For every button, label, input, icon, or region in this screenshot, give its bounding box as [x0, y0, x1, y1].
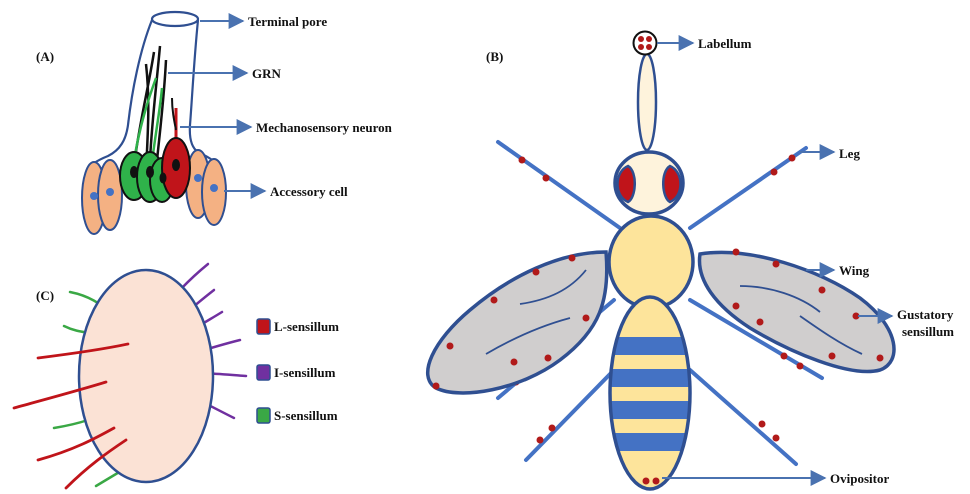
labellum-tip: [634, 32, 657, 55]
ovipositor-dot-1: [643, 478, 650, 485]
thorax: [609, 216, 693, 308]
insect-illustration: [428, 32, 894, 494]
legend-label-i: I-sensillum: [274, 365, 336, 380]
eye-left: [618, 166, 635, 202]
wing-left: [428, 252, 607, 393]
leg-hind-right: [690, 370, 796, 464]
label-leg: Leg: [839, 146, 860, 161]
legend-swatch-i: [257, 365, 270, 380]
legend-swatch-s: [257, 408, 270, 423]
eye-right: [663, 166, 680, 202]
leg-front-right: [690, 148, 806, 228]
leg-front-left: [498, 142, 620, 228]
panel-label-b: (B): [486, 49, 503, 64]
legend-label-l: L-sensillum: [274, 319, 339, 334]
label-grn: GRN: [252, 66, 282, 81]
label-wing: Wing: [839, 263, 870, 278]
legend-label-s: S-sensillum: [274, 408, 338, 423]
labellum-body: [79, 270, 213, 482]
ovipositor-dot-2: [653, 478, 660, 485]
panel-label-c: (C): [36, 288, 54, 303]
label-ovipositor: Ovipositor: [830, 471, 889, 486]
legend-item-i-sensillum: I-sensillum: [257, 365, 336, 380]
legend-item-l-sensillum: L-sensillum: [257, 319, 339, 334]
terminal-pore: [152, 12, 198, 26]
label-mechanosensory-neuron: Mechanosensory neuron: [256, 120, 393, 135]
panel-label-a: (A): [36, 49, 54, 64]
label-labellum: Labellum: [698, 36, 752, 51]
label-terminal-pore: Terminal pore: [248, 14, 327, 29]
sensillum-structure: [82, 12, 226, 234]
leg-hind-left: [526, 370, 614, 460]
label-accessory-cell: Accessory cell: [270, 184, 348, 199]
legend-swatch-l: [257, 319, 270, 334]
legend: L-sensillum I-sensillum S-sensillum: [257, 319, 339, 423]
label-gustatory-line2: sensillum: [902, 324, 954, 339]
label-gustatory-line1: Gustatory: [897, 307, 954, 322]
legend-item-s-sensillum: S-sensillum: [257, 408, 338, 423]
proboscis: [638, 54, 656, 150]
